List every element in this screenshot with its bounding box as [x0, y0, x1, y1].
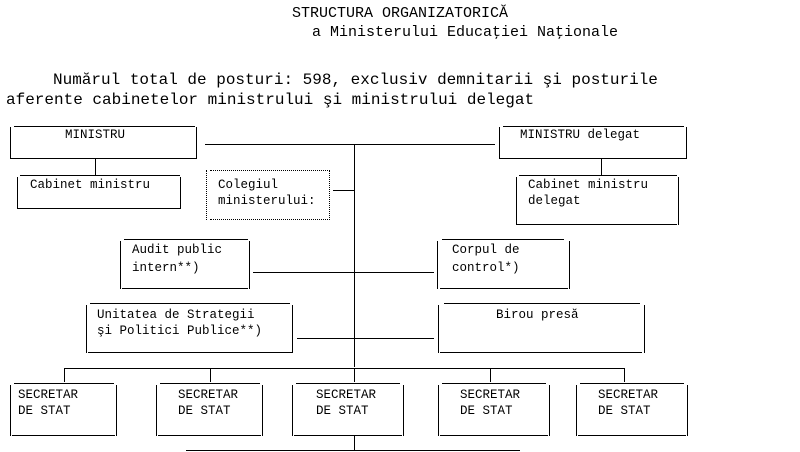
chart-subtitle: a Ministerului Educaţiei Naţionale: [311, 24, 619, 41]
secretar-2-label-1: SECRETAR: [178, 388, 239, 402]
strategii-label-1: Unitatea de Strategii: [97, 308, 255, 322]
ministru-link: [205, 144, 495, 145]
cabinet-ministru-label: Cabinet ministru: [30, 178, 151, 192]
colegiu-label-2: ministerului:: [218, 194, 316, 208]
control-label-1: Corpul de: [452, 243, 520, 257]
ministru-delegat-label: MINISTRU delegat: [520, 128, 641, 142]
birou-presa-label: Birou presă: [496, 308, 579, 322]
main-spine: [354, 145, 355, 367]
intro-line-1: Numărul total de posturi: 598, exclusiv …: [53, 71, 658, 89]
secretar-1-label-1: SECRETAR: [18, 388, 79, 402]
chart-title: STRUCTURA ORGANIZATORICĂ: [291, 5, 509, 22]
audit-label-1: Audit public: [132, 243, 223, 257]
secretar-4-label-2: DE STAT: [460, 404, 513, 418]
control-label-2: control*): [452, 261, 520, 275]
secretar-3-label-2: DE STAT: [316, 404, 369, 418]
secretar-3-label-1: SECRETAR: [316, 388, 377, 402]
colegiu-label-1: Colegiul: [218, 178, 279, 192]
audit-label-2: intern**): [132, 261, 200, 275]
cabinet-delegat-label-2: delegat: [528, 194, 581, 208]
strategii-label-2: şi Politici Publice**): [97, 324, 263, 338]
secretar-4-label-1: SECRETAR: [460, 388, 521, 402]
ministru-label: MINISTRU: [65, 128, 126, 142]
intro-line-2: aferente cabinetelor ministrului şi mini…: [6, 91, 535, 109]
secretar-5-label-2: DE STAT: [598, 404, 651, 418]
secretar-1-label-2: DE STAT: [18, 404, 71, 418]
secretar-2-label-2: DE STAT: [178, 404, 231, 418]
cabinet-delegat-label-1: Cabinet ministru: [528, 178, 649, 192]
secretar-5-label-1: SECRETAR: [598, 388, 659, 402]
